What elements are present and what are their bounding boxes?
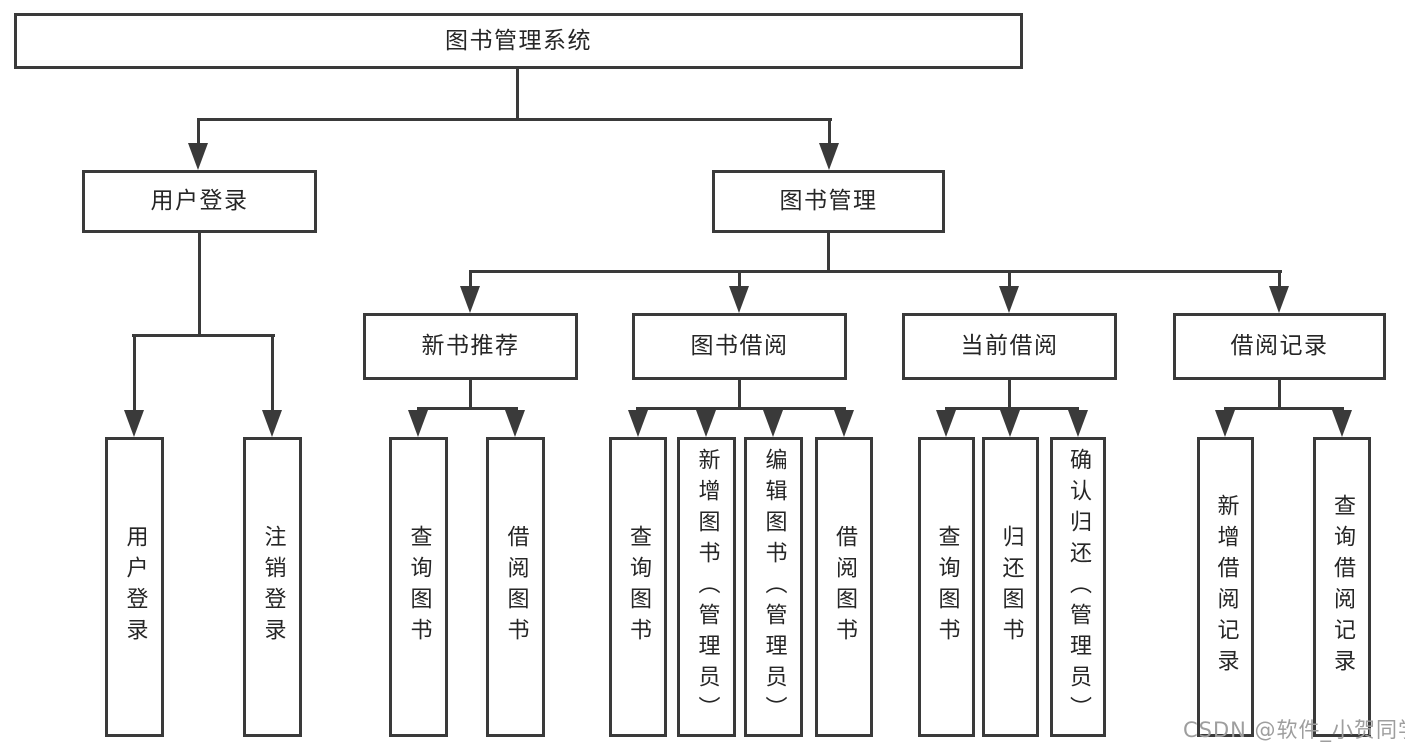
arrowhead-down [1332,410,1352,437]
arrowhead-down [834,410,854,437]
leaf-label: 编辑图书（管理员） [761,447,787,727]
leaf-add-books-admin: 新增图书（管理员） [677,437,736,737]
arrowhead-down [628,410,648,437]
connector-line [469,380,472,407]
connector-line [271,337,274,410]
connector-line [945,407,1079,410]
leaf-label: 确认归还（管理员） [1066,447,1091,727]
connector-line [197,121,200,144]
connector-line [198,233,201,334]
connector-line [1224,407,1344,410]
leaf-label: 归还图书 [998,525,1024,649]
leaf-borrow-books: 借阅图书 [815,437,873,737]
leaf-user-login: 用户登录 [105,437,164,737]
connector-line [133,337,136,410]
node-book-management: 图书管理 [712,170,945,233]
connector-line [197,118,832,121]
connector-line [469,270,1282,273]
leaf-confirm-return-admin: 确认归还（管理员） [1050,437,1106,737]
connector-line [828,121,831,144]
leaf-label: 借阅图书 [503,525,529,649]
arrowhead-down [124,410,144,437]
leaf-label: 查询图书 [934,525,960,649]
arrowhead-down [936,410,956,437]
connector-line [738,273,741,286]
leaf-logout: 注销登录 [243,437,302,737]
node-label: 借阅记录 [1230,333,1329,359]
node-label: 图书借阅 [690,333,789,359]
leaf-query-books-borrow: 查询图书 [609,437,667,737]
connector-line [1278,273,1281,286]
arrowhead-down [262,410,282,437]
arrowhead-down [819,143,839,170]
arrowhead-down [999,286,1019,313]
node-new-book-recommend: 新书推荐 [363,313,578,380]
leaf-label: 用户登录 [122,525,148,649]
leaf-add-borrow-record: 新增借阅记录 [1197,437,1254,737]
leaf-label: 查询图书 [626,525,651,649]
node-label: 图书管理系统 [445,27,592,54]
leaf-label: 查询图书 [406,525,432,649]
leaf-label: 新增借阅记录 [1213,494,1239,680]
arrowhead-down [408,410,428,437]
node-label: 用户登录 [150,188,249,214]
arrowhead-down [1000,410,1020,437]
leaf-query-books-recommend: 查询图书 [389,437,448,737]
node-book-borrow: 图书借阅 [632,313,847,380]
leaf-label: 新增图书（管理员） [694,447,720,727]
leaf-query-borrow-record: 查询借阅记录 [1313,437,1371,737]
leaf-borrow-books-recommend: 借阅图书 [486,437,545,737]
arrowhead-down [763,410,783,437]
connector-line [827,233,830,270]
connector-line [516,69,519,118]
leaf-label: 借阅图书 [832,525,857,649]
leaf-edit-books-admin: 编辑图书（管理员） [744,437,803,737]
arrowhead-down [505,410,525,437]
connector-line [469,273,472,286]
leaf-label: 注销登录 [260,525,286,649]
connector-line [1008,273,1011,286]
node-label: 当前借阅 [960,333,1059,359]
connector-line [1008,380,1011,407]
leaf-return-books: 归还图书 [982,437,1039,737]
arrowhead-down [460,286,480,313]
arrowhead-down [1269,286,1289,313]
arrowhead-down [1215,410,1235,437]
connector-line [132,334,275,337]
node-user-login: 用户登录 [82,170,317,233]
leaf-query-books-current: 查询图书 [918,437,975,737]
csdn-watermark: CSDN @软件_小贺同学 [1183,718,1405,742]
arrowhead-down [1068,410,1088,437]
node-label: 图书管理 [779,188,878,214]
connector-line [636,407,846,410]
connector-line [1278,380,1281,407]
leaf-label: 查询借阅记录 [1330,494,1355,680]
arrowhead-down [696,410,716,437]
node-borrow-records: 借阅记录 [1173,313,1386,380]
node-label: 新书推荐 [421,333,520,359]
node-current-borrow: 当前借阅 [902,313,1117,380]
arrowhead-down [188,143,208,170]
node-library-management-system: 图书管理系统 [14,13,1023,69]
connector-line [417,407,518,410]
arrowhead-down [729,286,749,313]
connector-line [738,380,741,407]
